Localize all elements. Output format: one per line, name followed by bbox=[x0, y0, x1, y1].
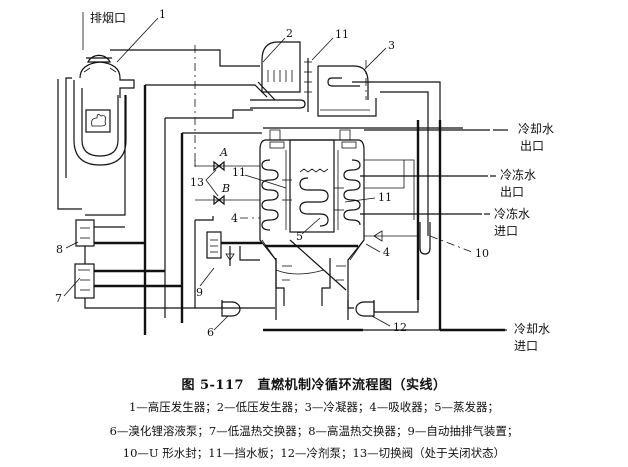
leader-12 bbox=[371, 315, 391, 327]
leader-13a bbox=[205, 169, 217, 181]
label-exhaust: 排烟口 bbox=[90, 11, 126, 25]
callout-8: 8 bbox=[56, 243, 63, 256]
label-cooling-water-inlet-1: 冷却水 bbox=[514, 322, 550, 336]
label-chilled-water-inlet-2: 进口 bbox=[494, 224, 518, 238]
callout-13: 13 bbox=[190, 176, 204, 189]
condenser bbox=[317, 60, 441, 120]
callout-9: 9 bbox=[196, 286, 203, 299]
leader-6 bbox=[213, 315, 229, 331]
leader-11-top bbox=[311, 37, 334, 61]
callout-4-right: 4 bbox=[383, 246, 390, 259]
leader-3 bbox=[363, 47, 387, 71]
leader-13b bbox=[205, 179, 219, 197]
callout-11-top: 11 bbox=[335, 28, 349, 41]
leader-11-left bbox=[244, 174, 287, 189]
refrigerant-pump bbox=[355, 301, 375, 317]
figure-title: 图 5-117 直燃机制冷循环流程图（实线） bbox=[181, 378, 447, 393]
leader-5 bbox=[301, 217, 321, 235]
legend-line-2: 6—溴化锂溶液泵；7—低温热交换器；8—高温热交换器；9—自动抽排气装置； bbox=[109, 424, 519, 438]
callout-10: 10 bbox=[475, 247, 489, 260]
callout-12: 12 bbox=[393, 321, 407, 334]
label-cooling-water-inlet-2: 进口 bbox=[514, 339, 538, 353]
switching-valves bbox=[194, 160, 260, 206]
leader-9 bbox=[199, 267, 215, 287]
callout-7: 7 bbox=[55, 292, 62, 305]
label-cooling-water-outlet-2: 出口 bbox=[520, 139, 544, 153]
leader-4-right bbox=[365, 243, 381, 253]
label-valve-a: A bbox=[219, 146, 228, 159]
water-piping-right bbox=[263, 120, 505, 332]
legend-line-3: 10—U 形水封；11—挡水板；12—冷剂泵；13—切换阀（处于关闭状态） bbox=[122, 446, 506, 460]
label-valve-b: B bbox=[221, 182, 230, 195]
auto-purge-device bbox=[194, 216, 262, 308]
absorption-chiller-flow-diagram: 排烟口 1 2 11 bbox=[55, 8, 554, 353]
leader-11-right bbox=[344, 197, 376, 203]
label-chilled-water-outlet-2: 出口 bbox=[500, 185, 524, 199]
callout-11-right: 11 bbox=[378, 191, 392, 204]
label-chilled-water-outlet-1: 冷冻水 bbox=[500, 167, 536, 182]
leader-10 bbox=[429, 235, 473, 253]
high-pressure-generator bbox=[65, 12, 135, 178]
low-pressure-generator bbox=[250, 41, 306, 109]
leader-1 bbox=[116, 17, 159, 63]
leader-8 bbox=[65, 241, 79, 249]
callout-1: 1 bbox=[159, 8, 166, 21]
valve-b-icon bbox=[213, 194, 225, 206]
pipe-network-top bbox=[57, 49, 268, 335]
low-temp-heat-exchanger bbox=[74, 263, 275, 309]
high-temp-heat-exchanger bbox=[75, 219, 145, 264]
legend-line-1: 1—高压发生器；2—低压发生器；3—冷凝器；4—吸收器；5—蒸发器； bbox=[128, 400, 500, 414]
solution-pump bbox=[221, 300, 241, 317]
callout-5: 5 bbox=[296, 230, 303, 243]
callout-3: 3 bbox=[388, 39, 395, 52]
callout-6: 6 bbox=[207, 326, 214, 339]
baffle-top bbox=[304, 58, 312, 112]
leader-7 bbox=[63, 277, 81, 297]
label-chilled-water-inlet-1: 冷冻水 bbox=[494, 206, 530, 221]
callout-4-left: 4 bbox=[231, 212, 238, 225]
valve-a-icon bbox=[213, 160, 225, 172]
callout-2: 2 bbox=[286, 27, 293, 40]
label-cooling-water-outlet-1: 冷却水 bbox=[518, 122, 554, 136]
absorber-evaporator-shell bbox=[259, 127, 463, 332]
leader-2 bbox=[262, 37, 286, 63]
callout-11-left: 11 bbox=[232, 166, 246, 179]
flow-arrows bbox=[484, 129, 508, 331]
